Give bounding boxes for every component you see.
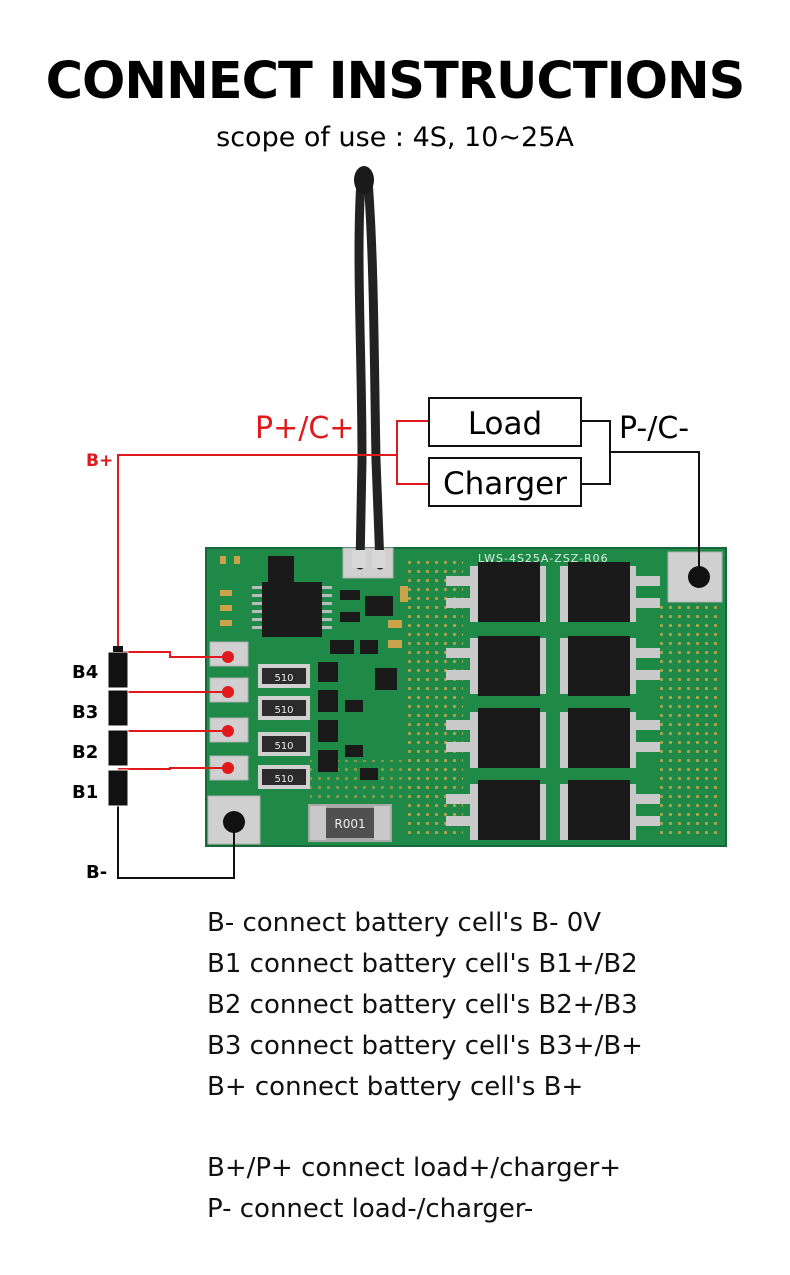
bms-board: LWS-4S25A-ZSZ-R06 [205, 547, 727, 847]
cell-label-b3: B3 [72, 702, 98, 723]
charger-box: Charger [428, 457, 582, 507]
negative-terminal-label: P-/C- [619, 411, 689, 446]
instruction-line: B+/P+ connect load+/charger+ [207, 1153, 622, 1183]
bplus-label: B+ [86, 451, 113, 471]
mosfet-array [446, 562, 660, 840]
resistor-label: 510 [274, 705, 293, 716]
instruction-line: B- connect battery cell's B- 0V [207, 908, 602, 938]
instruction-line: B+ connect battery cell's B+ [207, 1072, 584, 1102]
cell-label-b2: B2 [72, 742, 98, 763]
page-title: CONNECT INSTRUCTIONS [45, 52, 746, 111]
cell-label-b4: B4 [72, 662, 98, 683]
resistor-label: 510 [274, 774, 293, 785]
battery-cell-b4 [107, 651, 129, 689]
instruction-line: B3 connect battery cell's B3+/B+ [207, 1031, 643, 1061]
instruction-line: P- connect load-/charger- [207, 1194, 534, 1224]
cell-label-b1: B1 [72, 782, 98, 803]
instruction-line: B2 connect battery cell's B2+/B3 [207, 990, 638, 1020]
instruction-line: B1 connect battery cell's B1+/B2 [207, 949, 638, 979]
battery-cell-b3 [107, 689, 129, 727]
bminus-label: B- [86, 862, 107, 883]
battery-cell-stack: B4 B3 B2 B1 [72, 646, 129, 807]
charger-label: Charger [443, 466, 567, 502]
negative-wiring [117, 420, 700, 879]
battery-cell-b2 [107, 729, 129, 767]
load-box: Load [428, 397, 582, 447]
battery-cell-b1 [107, 769, 129, 807]
positive-terminal-label: P+/C+ [255, 411, 354, 446]
load-label: Load [468, 406, 542, 442]
thermistor-cable [352, 166, 386, 570]
balance-resistors: 510 510 510 510 [258, 664, 310, 789]
positive-wiring [117, 420, 429, 770]
page-subtitle: scope of use : 4S, 10~25A [216, 122, 574, 153]
board-marking: LWS-4S25A-ZSZ-R06 [478, 552, 609, 565]
instruction-list: B- connect battery cell's B- 0V B1 conne… [207, 903, 643, 1230]
sense-resistor-label: R001 [334, 817, 365, 831]
resistor-label: 510 [274, 741, 293, 752]
bms-ic-chip [262, 582, 322, 637]
resistor-label: 510 [274, 673, 293, 684]
